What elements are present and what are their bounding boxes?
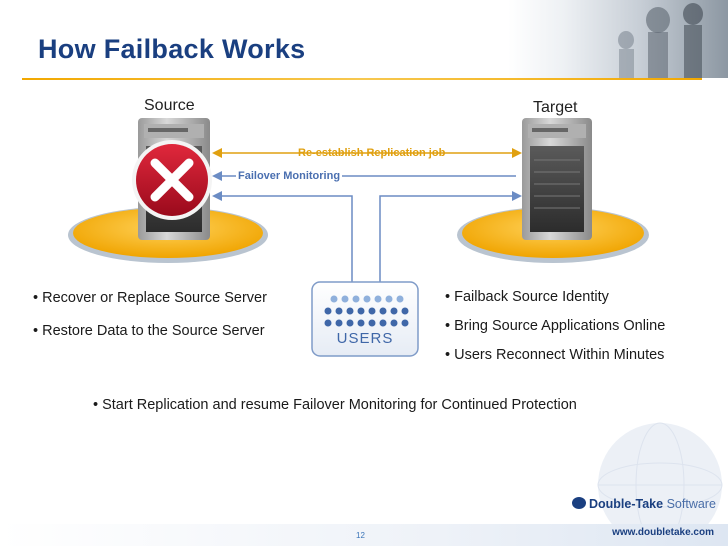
source-label: Source — [144, 97, 195, 114]
left-bullet-1: • Recover or Replace Source Server — [33, 290, 267, 306]
users-label: USERS — [336, 330, 394, 347]
footer-url[interactable]: www.doubletake.com — [612, 527, 714, 538]
target-label: Target — [533, 99, 578, 116]
replication-label: Re-establish Replication job — [298, 147, 446, 159]
monitoring-label: Failover Monitoring — [236, 170, 343, 182]
header-divider — [22, 78, 702, 80]
doubletake-logo: Double-Take Software — [572, 497, 716, 511]
user-connections — [212, 191, 522, 282]
replication-arrow — [212, 148, 522, 158]
logo-suffix: Software — [666, 497, 716, 511]
bottom-bullet: • Start Replication and resume Failover … — [93, 397, 577, 413]
logo-mark-icon — [572, 497, 586, 509]
page-number: 12 — [356, 531, 365, 540]
target-server-icon — [522, 118, 592, 240]
footer-bar — [0, 524, 728, 546]
logo-brand: Double-Take — [589, 497, 664, 511]
right-bullet-1: • Failback Source Identity — [445, 289, 609, 305]
right-bullet-2: • Bring Source Applications Online — [445, 318, 666, 334]
page-title: How Failback Works — [38, 34, 306, 64]
left-bullet-2: • Restore Data to the Source Server — [33, 323, 265, 339]
users-group-icon — [311, 281, 419, 357]
right-bullet-3: • Users Reconnect Within Minutes — [445, 347, 665, 363]
globe-decoration — [597, 422, 723, 546]
header-photo — [508, 0, 728, 78]
failure-x-icon — [132, 140, 212, 220]
